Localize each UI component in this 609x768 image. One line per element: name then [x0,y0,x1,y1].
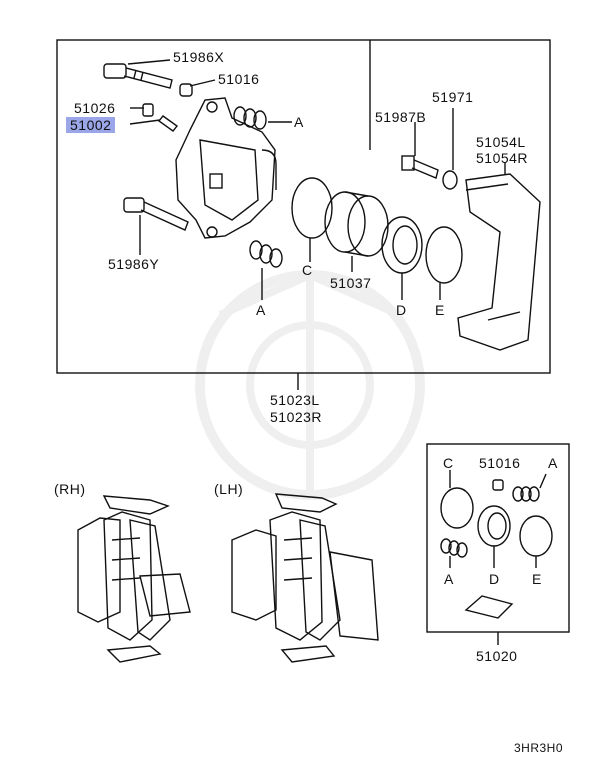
guide-pin-upper [103,63,173,89]
brake-pads-lh [231,493,379,663]
caliper-assembly-box [56,39,551,374]
ref-label-a-lower: A [256,302,266,318]
piston-seal [291,177,333,239]
ref-label-e: E [435,302,445,318]
part-label-51037: 51037 [330,275,372,291]
part-label-51023R: 51023R [270,409,323,425]
kit-ref-label-a-left: A [444,571,454,587]
bleeder-screw [157,115,179,132]
part-label-51023L: 51023L [270,392,320,408]
part-label-51987B: 51987B [375,109,427,125]
part-label-51054R: 51054R [476,150,529,166]
part-label-51971: 51971 [432,89,474,105]
diagram-code: 3HR3H0 [514,741,564,755]
part-label-51986Y: 51986Y [108,256,160,272]
ref-label-d: D [396,302,407,318]
kit-slide-boot-left [440,538,468,558]
part-label-51026: 51026 [74,100,116,116]
kit-part-label-51016: 51016 [479,455,521,471]
kit-ref-label-d: D [489,571,500,587]
piston [324,191,389,257]
caliper-support-bracket [457,173,541,351]
part-label-51002-highlighted[interactable]: 51002 [66,117,116,133]
grease-packet [464,595,514,619]
brake-pads-rh [77,495,191,663]
kit-piston-seal [440,487,474,529]
ref-label-c: C [302,262,313,278]
kit-boot-ring [519,515,553,557]
watermark-emblem [195,270,425,500]
seal-kit-box [426,443,570,633]
boot-ring [425,226,463,284]
part-label-51054L: 51054L [476,134,526,150]
kit-slide-boot-right [512,486,540,502]
washer [442,170,458,190]
kit-piston-boot [477,505,511,547]
bleeder-cap [142,103,154,117]
kit-ref-label-a-right: A [548,455,558,471]
guide-pin-lower [123,197,189,231]
part-label-51016: 51016 [218,71,260,87]
kit-ref-label-e: E [532,571,542,587]
caliper-body [175,97,277,239]
label-rh: (RH) [54,481,86,497]
kit-ref-label-c: C [443,455,454,471]
ref-label-a-upper: A [294,114,304,130]
kit-dust-boot-small [492,479,504,491]
label-lh: (LH) [214,481,244,497]
slide-boot-lower [249,240,283,268]
dust-boot-small [179,83,193,97]
slide-boot-upper [233,106,267,130]
support-bolt [401,155,439,179]
piston-boot [381,216,423,274]
part-label-51020: 51020 [476,648,518,664]
part-label-51986X: 51986X [173,49,225,65]
